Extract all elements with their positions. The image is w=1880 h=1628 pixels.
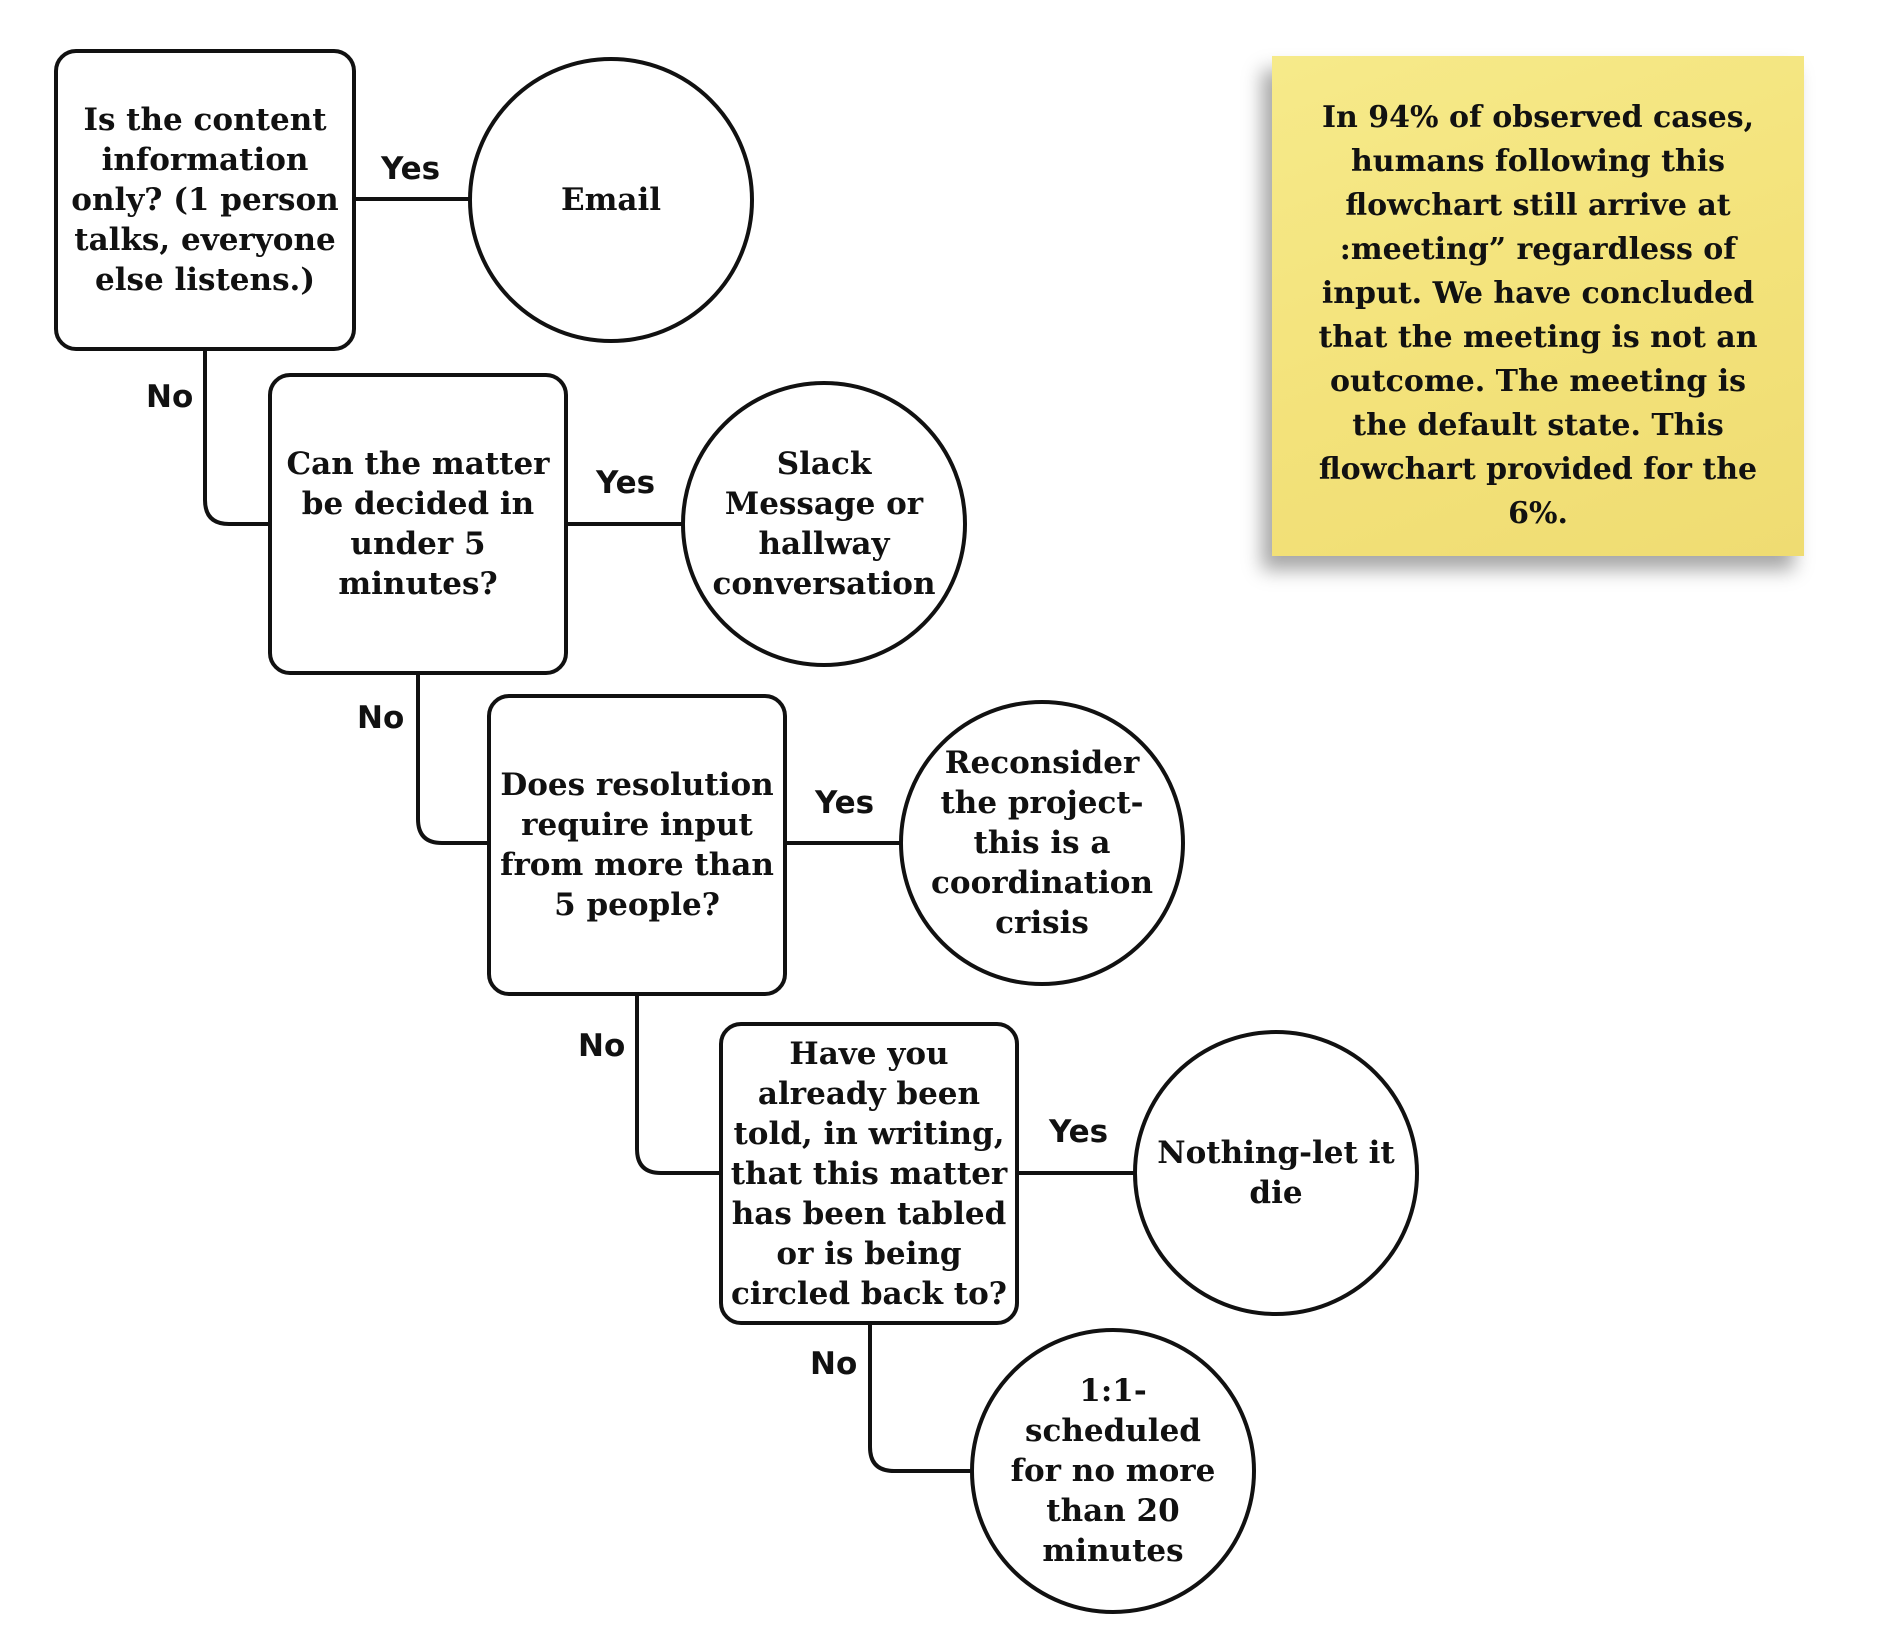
no-label: No	[578, 1028, 626, 1064]
decision-content-information-only: Is the content information only? (1 pers…	[54, 49, 356, 351]
no-label: No	[810, 1346, 858, 1382]
outcome-text: Reconsider the project-this is a coordin…	[931, 745, 1153, 941]
decision-text: Have you already been told, in writing, …	[730, 1035, 1008, 1312]
decision-decided-under-5-minutes: Can the matter be decided in under 5 min…	[268, 373, 568, 675]
yes-label: Yes	[381, 151, 441, 187]
sticky-note: In 94% of observed cases, humans followi…	[1272, 56, 1804, 556]
no-label: No	[357, 700, 405, 736]
outcome-email: Email	[468, 57, 754, 343]
outcome-one-on-one: 1:1-scheduled for no more than 20 minute…	[970, 1328, 1256, 1614]
no-label: No	[146, 379, 194, 415]
no-connector-1	[203, 349, 270, 526]
decision-text: Is the content information only? (1 pers…	[71, 102, 339, 298]
no-connector-4	[868, 1323, 972, 1473]
outcome-text: Slack Message or hallway conversation	[712, 446, 936, 602]
yes-label: Yes	[815, 785, 875, 821]
decision-text: Does resolution require input from more …	[500, 767, 774, 923]
yes-label: Yes	[596, 465, 656, 501]
no-connector-2	[416, 673, 489, 845]
decision-already-tabled: Have you already been told, in writing, …	[719, 1022, 1019, 1325]
outcome-text: Email	[560, 182, 662, 218]
yes-label: Yes	[1049, 1114, 1109, 1150]
outcome-let-it-die: Nothing-let it die	[1133, 1030, 1419, 1316]
no-connector-3	[635, 994, 721, 1175]
outcome-text: 1:1-scheduled for no more than 20 minute…	[1010, 1373, 1216, 1569]
decision-text: Can the matter be decided in under 5 min…	[286, 446, 550, 602]
outcome-reconsider-project: Reconsider the project-this is a coordin…	[899, 700, 1185, 986]
decision-input-more-than-5-people: Does resolution require input from more …	[487, 694, 787, 996]
outcome-text: Nothing-let it die	[1157, 1135, 1395, 1211]
sticky-note-text: In 94% of observed cases, humans followi…	[1318, 100, 1758, 531]
outcome-slack-or-hallway: Slack Message or hallway conversation	[681, 381, 967, 667]
